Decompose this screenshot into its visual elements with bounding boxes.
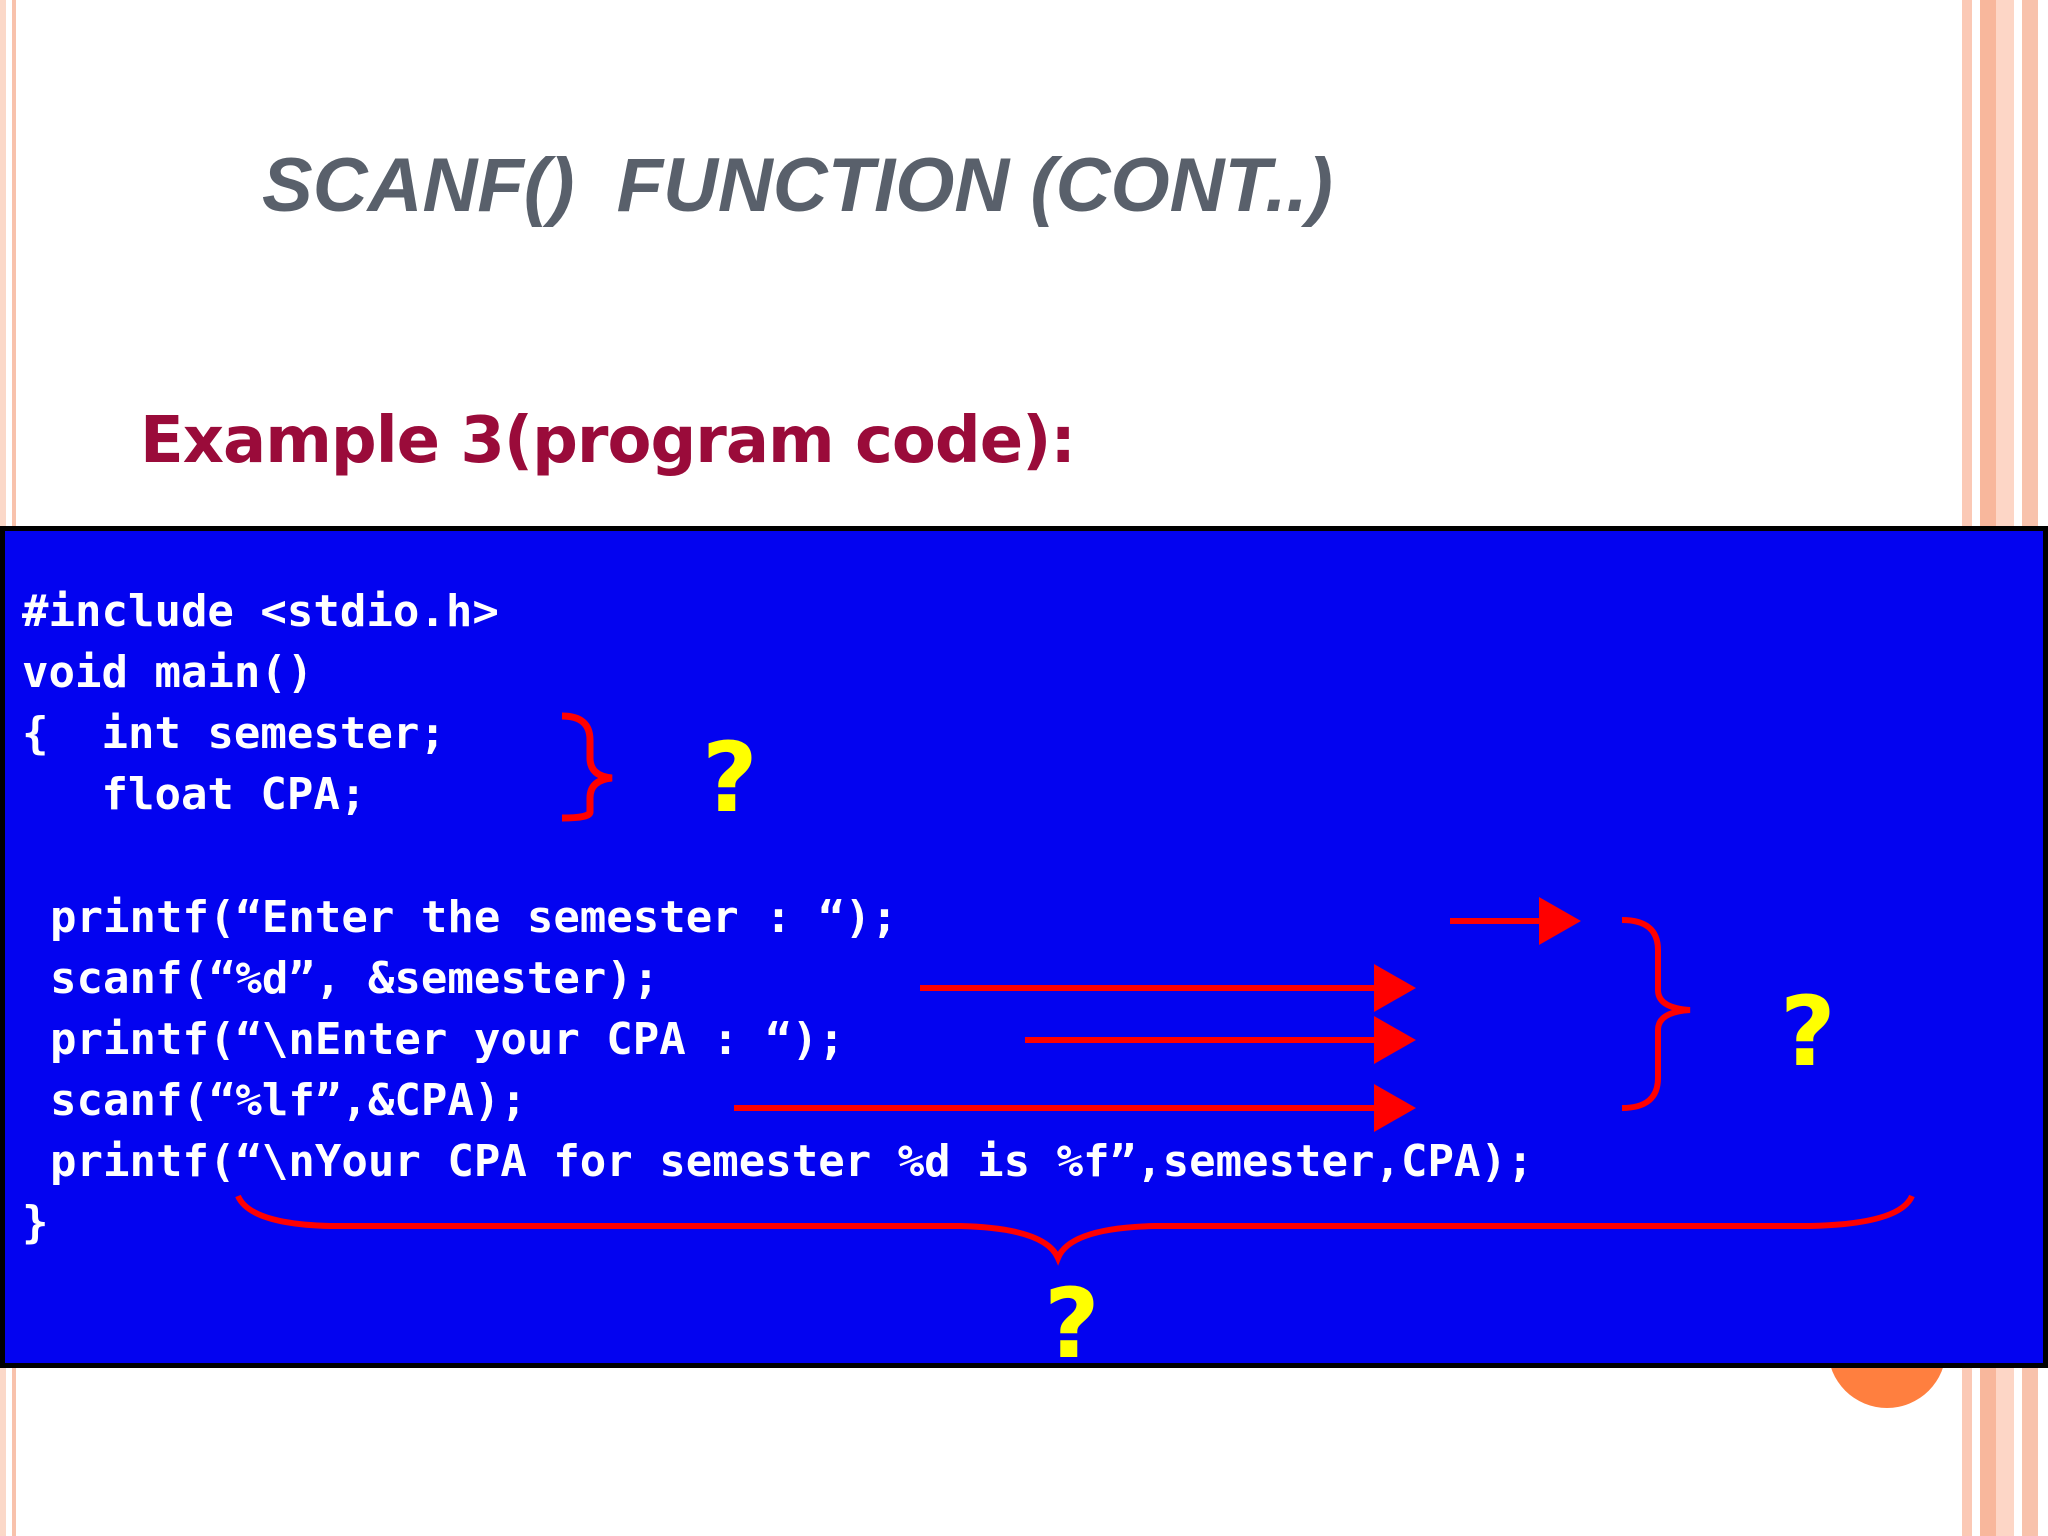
code-line-printf-semester: printf(“Enter the semester : “);	[50, 892, 898, 943]
slide-subtitle: Example 3(program code):	[140, 404, 1076, 478]
question-mark-declarations: ?	[702, 722, 758, 834]
question-mark-output: ?	[1044, 1268, 1100, 1380]
code-line-scanf-cpa: scanf(“%lf”,&CPA);	[50, 1075, 527, 1126]
code-line-printf-result: printf(“\nYour CPA for semester %d is %f…	[50, 1136, 1534, 1187]
code-line-printf-cpa: printf(“\nEnter your CPA : “);	[50, 1014, 845, 1065]
code-line-main: void main()	[22, 647, 314, 698]
code-line-int: { int semester;	[22, 708, 446, 759]
io-brace	[1621, 917, 1691, 1111]
declaration-brace	[561, 712, 613, 822]
code-line-scanf-semester: scanf(“%d”, &semester);	[50, 953, 660, 1004]
code-line-close-brace: }	[22, 1197, 49, 1248]
question-mark-io: ?	[1780, 976, 1836, 1088]
final-printf-brace	[235, 1194, 1915, 1266]
slide-title: SCANF() FUNCTION (CONT..)	[262, 143, 1333, 228]
code-line-include: #include <stdio.h>	[22, 586, 499, 637]
code-line-float: float CPA;	[22, 769, 367, 820]
